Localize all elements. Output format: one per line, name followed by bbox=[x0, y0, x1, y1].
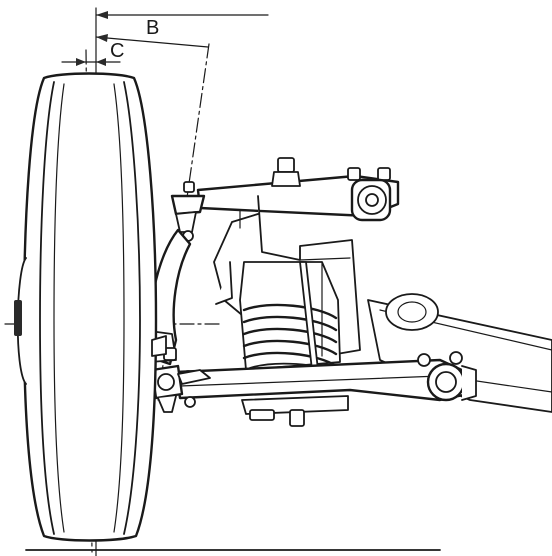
dimension-lines bbox=[61, 11, 269, 66]
dimension-label-c: C bbox=[110, 40, 124, 62]
tie-rod bbox=[177, 369, 211, 385]
dimension-label-b: B bbox=[146, 17, 159, 39]
lower-control-arm bbox=[174, 351, 477, 427]
wheel bbox=[14, 72, 167, 542]
